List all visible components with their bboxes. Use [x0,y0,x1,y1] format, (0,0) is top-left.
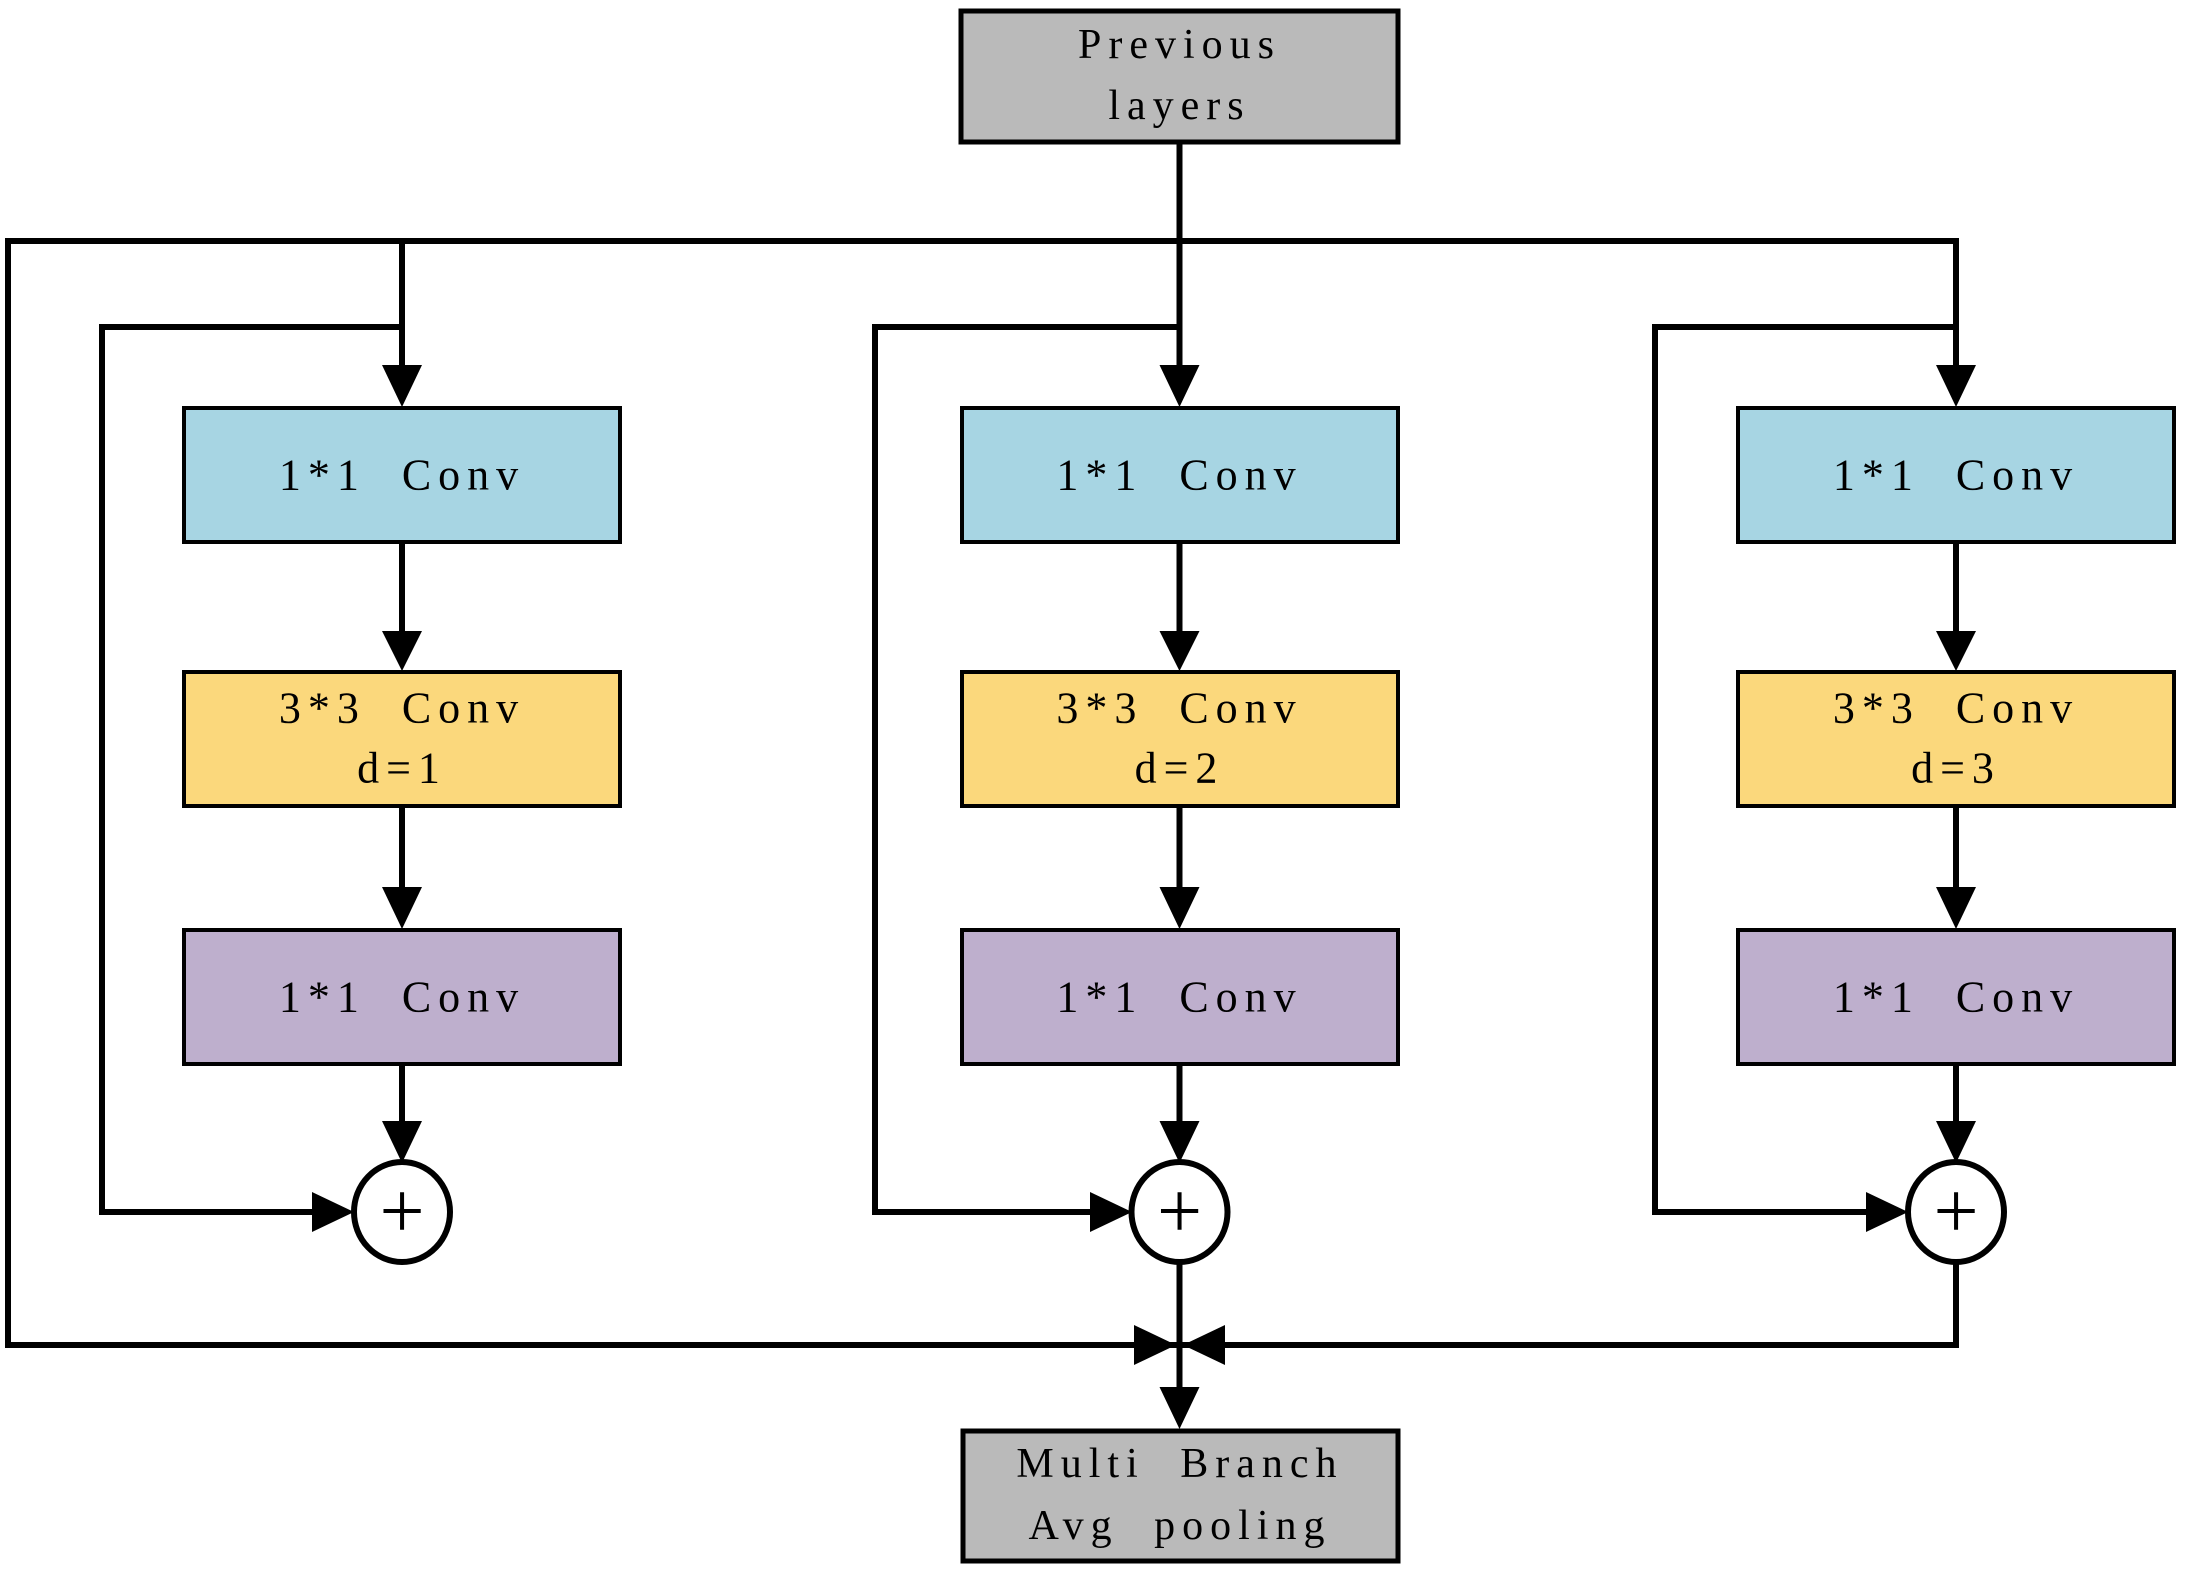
arrow-merge-from-left [1134,1325,1176,1365]
conv1x1-expand-box-right [1736,928,2176,1066]
previous-layers-label-line1: Previous [1078,22,1281,68]
conv3x3-dilated-label-right: 3*3 Conv [1833,684,2079,733]
skip-connection-center [872,324,1183,1215]
conv1x1-expand-label-right: 1*1 Conv [1833,973,2079,1022]
conv3x3-dilated-label-left: 3*3 Conv [279,684,525,733]
plus-icon: + [379,1168,424,1256]
plus-icon: + [1933,1168,1978,1256]
skip-connection-left [99,324,405,1215]
arrow-into-sum-top-right [1936,1121,1976,1163]
arrow-into-purple-center [1159,887,1200,929]
arrow-into-blue-right [1936,365,1976,407]
multi-branch-avg-pooling-box [960,1428,1401,1564]
sum-node-center [1128,1159,1231,1265]
conv1x1-reduce-label-right: 1*1 Conv [1833,451,2079,500]
previous-layers-label-line2: layers [1108,83,1250,129]
output-label-line2: Avg pooling [1028,1503,1331,1549]
conv1x1-expand-box-center [960,928,1400,1066]
arrow-into-yellow-left [382,631,422,671]
conv1x1-reduce-label-left: 1*1 Conv [279,451,525,500]
branch-right: 1*1 Conv 3*3 Conv d=3 1*1 Conv + [1736,406,2176,1265]
branch-left: 1*1 Conv 3*3 Conv d=1 1*1 Conv + [182,406,622,1265]
sum-node-left [351,1159,453,1265]
wires [5,139,1959,1393]
plus-icon: + [1157,1168,1202,1256]
input-bus-line [5,238,1959,1348]
previous-layers-box [958,8,1401,145]
arrow-skip-into-sum-right [1866,1192,1908,1232]
dilation-rate-label-center: d=2 [1135,744,1225,793]
arrow-into-output [1159,1387,1200,1429]
conv1x1-expand-box-left [182,928,622,1066]
arrow-skip-into-sum-left [312,1192,354,1232]
skip-connection-right [1652,324,1959,1215]
previous-layers-node: Previous layers [958,8,1401,145]
conv3x3-dilated-box-right [1736,670,2176,808]
arrow-into-yellow-center [1159,631,1200,671]
arrowheads [312,365,1976,1429]
arrow-into-blue-center [1159,365,1200,407]
conv3x3-dilated-box-left [182,670,622,808]
conv3x3-dilated-label-center: 3*3 Conv [1056,684,1302,733]
dilation-rate-label-left: d=1 [357,744,447,793]
conv1x1-reduce-box-right [1736,406,2176,544]
conv1x1-expand-label-left: 1*1 Conv [279,973,525,1022]
merge-bus-line [5,1259,1959,1348]
arrow-into-sum-top-left [382,1121,422,1163]
conv3x3-dilated-box-center [960,670,1400,808]
arrow-merge-from-right [1183,1325,1225,1365]
arrow-into-purple-left [382,887,422,929]
conv1x1-reduce-label-center: 1*1 Conv [1056,451,1302,500]
sum-node-right [1905,1159,2007,1265]
arrow-into-sum-top-center [1159,1121,1200,1163]
conv1x1-expand-label-center: 1*1 Conv [1056,973,1302,1022]
multi-branch-avg-pooling-node: Multi Branch Avg pooling [960,1428,1401,1564]
dilation-rate-label-right: d=3 [1911,744,2001,793]
conv1x1-reduce-box-center [960,406,1400,544]
arrow-skip-into-sum-center [1090,1192,1132,1232]
conv1x1-reduce-box-left [182,406,622,544]
arrow-into-purple-right [1936,887,1976,929]
branch-center: 1*1 Conv 3*3 Conv d=2 1*1 Conv + [960,406,1400,1265]
output-label-line1: Multi Branch [1016,1441,1343,1487]
arrow-into-blue-left [382,365,422,407]
arrow-into-yellow-right [1936,631,1976,671]
